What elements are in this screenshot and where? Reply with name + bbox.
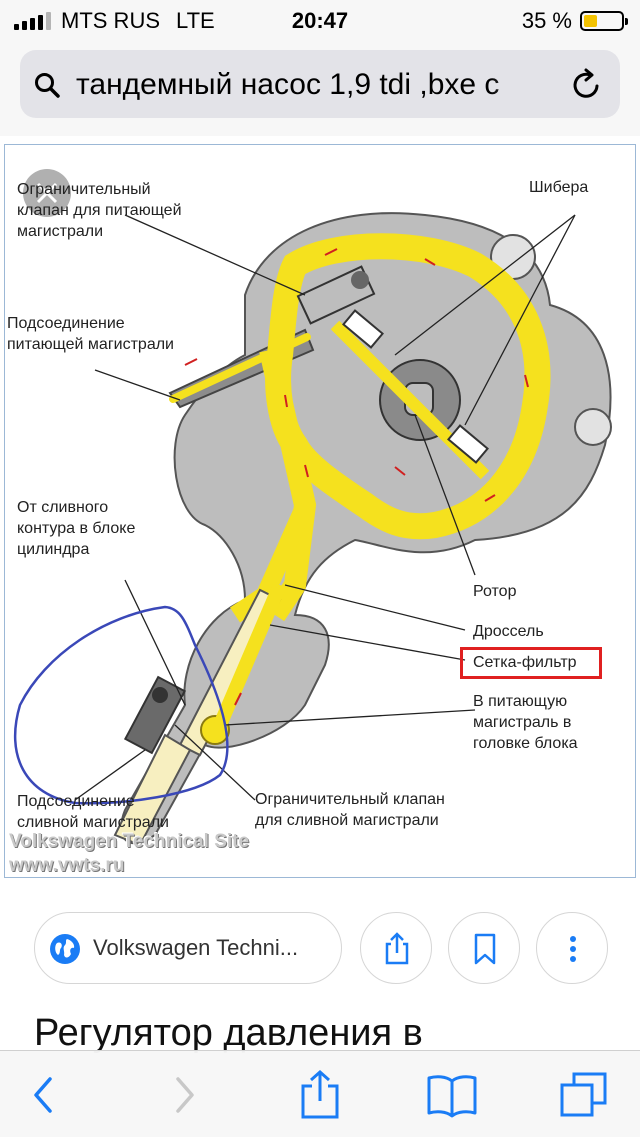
address-text[interactable]: тандемный насос 1,9 tdi ,bxe c <box>76 68 500 101</box>
pump-diagram: Ограничительный клапан для питающей маги… <box>4 144 636 878</box>
watermark-title: Volkswagen Technical Site <box>9 831 250 852</box>
label-drain-connection: Подсоединение сливной магистрали <box>17 793 169 831</box>
globe-icon <box>50 934 80 964</box>
network-label: LTE <box>176 8 215 33</box>
address-bar[interactable]: тандемный насос 1,9 tdi ,bxe c <box>20 50 620 118</box>
flow-arrows <box>184 248 529 706</box>
more-button[interactable] <box>536 912 608 984</box>
search-icon <box>35 73 60 98</box>
back-button[interactable] <box>18 1069 70 1121</box>
label-limit-valve-supply: Ограничительный клапан для питающей маги… <box>17 181 182 240</box>
drain-valve-body <box>113 582 287 847</box>
forward-button[interactable] <box>158 1069 210 1121</box>
label-vanes: Шибера <box>529 179 589 196</box>
more-icon <box>570 936 576 962</box>
leader-lines <box>74 214 576 801</box>
forward-icon <box>176 1077 194 1113</box>
close-icon[interactable] <box>23 169 71 217</box>
back-icon <box>34 1077 52 1113</box>
source-label: Volkswagen Techni... <box>93 935 299 960</box>
address-bar-region: тандемный насос 1,9 tdi ,bxe c <box>0 40 640 136</box>
battery-percent: 35 % <box>521 8 572 33</box>
carrier-label: MTS RUS <box>61 8 160 33</box>
supply-limit-valve <box>296 265 376 325</box>
bookmark-button[interactable] <box>448 912 520 984</box>
watermark-url: www.vwts.ru <box>9 855 125 876</box>
share-button[interactable] <box>360 912 432 984</box>
bottom-toolbar <box>0 1050 640 1137</box>
tabs-button[interactable] <box>558 1069 610 1121</box>
label-from-drain: От сливного контура в блоке цилиндра <box>17 499 136 558</box>
bookmarks-button[interactable] <box>426 1069 478 1121</box>
label-throttle: Дроссель <box>473 623 544 640</box>
bookmarks-icon <box>427 1075 477 1118</box>
reload-icon[interactable] <box>570 68 604 102</box>
image-actions: Volkswagen Techni... <box>0 912 640 992</box>
label-limit-valve-drain: Ограничительный клапан для сливной магис… <box>255 791 445 829</box>
label-rotor: Ротор <box>473 583 517 600</box>
bookmark-icon <box>474 933 496 965</box>
status-bar: MTS RUS LTE 20:47 35 % <box>0 0 640 40</box>
image-result[interactable]: Ограничительный клапан для питающей маги… <box>0 136 640 886</box>
battery-icon <box>580 11 628 31</box>
tabs-icon <box>560 1072 607 1117</box>
toolbar-share-button[interactable] <box>294 1069 346 1121</box>
rotor-assembly <box>330 309 490 480</box>
share-icon <box>385 932 409 965</box>
mesh-filter-highlight <box>460 647 602 679</box>
source-link[interactable]: Volkswagen Techni... <box>34 912 342 984</box>
hand-drawn-circle <box>13 605 229 805</box>
share-icon <box>301 1069 339 1119</box>
label-mesh-filter: Сетка-фильтр <box>473 654 577 671</box>
clock: 20:47 <box>291 8 349 33</box>
label-to-supply: В питающую магистраль в головке блока <box>473 693 578 752</box>
label-supply-connection: Подсоединение питающей магистрали <box>7 315 174 353</box>
pump-drawing <box>13 212 612 847</box>
signal-strength-icon <box>14 12 51 30</box>
result-headline[interactable]: Регулятор давления в <box>34 1012 423 1054</box>
